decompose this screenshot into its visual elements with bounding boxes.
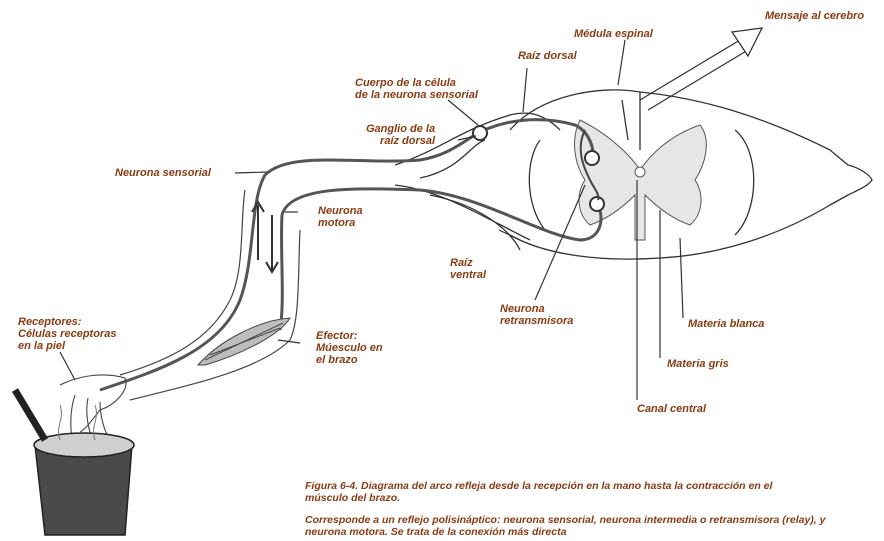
label-efector: Efector: Múesculo en el brazo bbox=[316, 330, 383, 366]
label-neurona-retransmisora: Neurona retransmisora bbox=[500, 303, 573, 327]
label-neurona-motora: Neurona motora bbox=[318, 205, 363, 229]
label-mensaje-cerebro: Mensaje al cerebro bbox=[765, 10, 864, 22]
cup bbox=[15, 390, 134, 535]
brain-arrow bbox=[640, 28, 762, 110]
label-cuerpo-celula: Cuerpo de la célula de la neurona sensor… bbox=[355, 77, 478, 101]
label-raiz-ventral: Raíz ventral bbox=[450, 257, 486, 281]
label-neurona-sensorial: Neurona sensorial bbox=[115, 167, 211, 179]
label-ganglio: Ganglio de la raíz dorsal bbox=[366, 123, 435, 147]
muscle bbox=[198, 318, 290, 365]
figure-caption-2: Corresponde a un reflejo polisináptico: … bbox=[305, 514, 845, 538]
label-materia-blanca: Materia blanca bbox=[688, 318, 764, 330]
figure-caption-1: Figura 6-4. Diagrama del arco refleja de… bbox=[305, 480, 805, 504]
label-materia-gris: Materia gris bbox=[667, 358, 729, 370]
label-canal-central: Canal central bbox=[637, 403, 706, 415]
label-raiz-dorsal: Raíz dorsal bbox=[518, 50, 577, 62]
label-receptores: Receptores: Células receptoras en la pie… bbox=[18, 316, 116, 352]
label-medula-espinal: Médula espinal bbox=[574, 28, 653, 40]
